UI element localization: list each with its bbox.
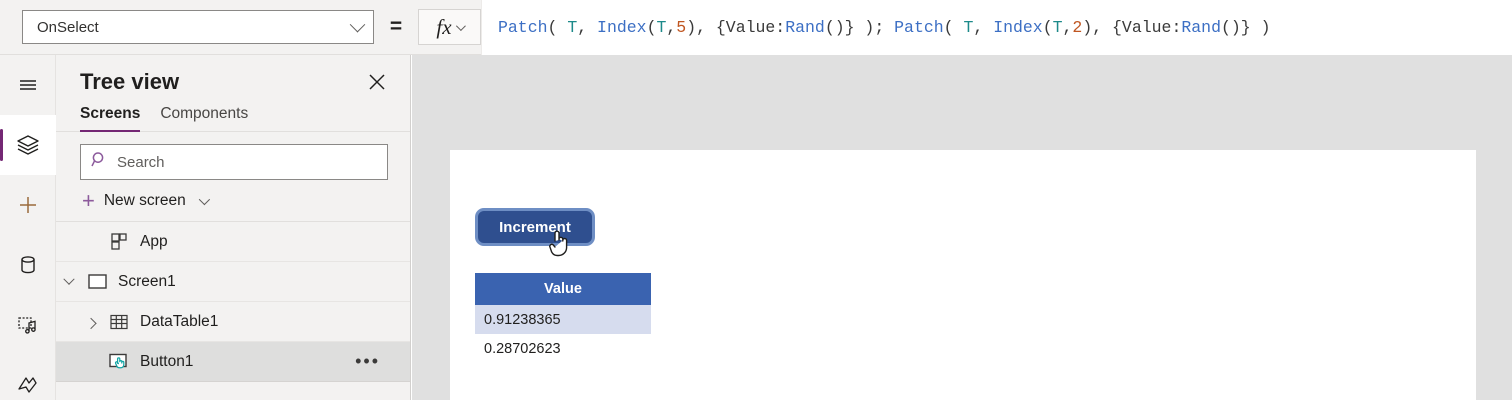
formula-token: ), {Value: — [686, 17, 786, 37]
formula-token: Index — [597, 17, 647, 37]
formula-token: , — [666, 17, 677, 37]
table-row[interactable]: 0.91238365 — [475, 305, 651, 334]
data-cylinder-icon[interactable] — [0, 235, 56, 295]
property-select-dropdown[interactable]: OnSelect — [22, 10, 374, 44]
plus-icon: + — [82, 188, 95, 213]
new-screen-button[interactable]: + New screen — [56, 180, 410, 222]
formula-token: T — [567, 17, 578, 37]
formula-token: Patch — [894, 17, 944, 37]
tree-row-label: Screen1 — [118, 272, 176, 290]
formula-token: Index — [993, 17, 1043, 37]
formula-token: ()} ) — [1220, 17, 1271, 37]
formula-token: Patch — [498, 17, 548, 37]
tree-view-panel: Tree view Screens Components Search + Ne… — [56, 55, 411, 400]
formula-token: , — [1062, 17, 1073, 37]
tab-components[interactable]: Components — [160, 105, 249, 122]
formula-bar: OnSelect = fx Patch( T, Index(T,5), {Val… — [0, 0, 1512, 55]
search-placeholder: Search — [117, 153, 165, 171]
increment-button[interactable]: Increment — [475, 208, 595, 246]
formula-token: ( — [1042, 17, 1053, 37]
left-icon-rail — [0, 55, 56, 400]
hamburger-menu-icon[interactable] — [0, 55, 56, 115]
chevron-right-icon — [85, 317, 97, 329]
insert-plus-icon[interactable] — [0, 175, 56, 235]
formula-token: T — [963, 17, 974, 37]
tree-row-app[interactable]: App — [56, 222, 410, 262]
property-select-value: OnSelect — [37, 18, 99, 36]
chevron-down-icon — [63, 273, 75, 285]
formula-token: ( — [547, 17, 568, 37]
close-icon[interactable] — [366, 71, 388, 93]
power-automate-icon[interactable] — [0, 355, 56, 415]
button-hand-icon — [104, 352, 134, 372]
expand-collapse-toggle[interactable] — [78, 317, 104, 329]
tree-view-header: Tree view — [56, 55, 410, 95]
tree-row-button1[interactable]: Button1 ••• — [56, 342, 410, 382]
row-overflow-menu-button[interactable]: ••• — [355, 351, 380, 372]
formula-token: T — [1052, 17, 1063, 37]
formula-input[interactable]: Patch( T, Index(T,5), {Value:Rand()} ); … — [481, 0, 1512, 55]
formula-token: Rand — [785, 17, 825, 37]
chevron-down-icon — [349, 16, 366, 32]
formula-token: T — [656, 17, 667, 37]
tab-screens[interactable]: Screens — [80, 105, 141, 132]
media-icon[interactable] — [0, 295, 56, 355]
tree-row-label: App — [140, 232, 168, 250]
new-screen-label: New screen — [103, 192, 186, 209]
chevron-down-icon — [455, 20, 466, 31]
table-column-header: Value — [475, 273, 651, 305]
formula-token: ( — [646, 17, 657, 37]
equals-sign: = — [389, 15, 403, 38]
formula-token: 2 — [1072, 17, 1083, 37]
app-grid-icon — [104, 232, 134, 251]
screen-rect-icon — [82, 272, 112, 291]
formula-token: ()} ); — [824, 17, 895, 37]
tree-row-screen1[interactable]: Screen1 — [56, 262, 410, 302]
formula-token: , — [577, 17, 598, 37]
tree-view-tabs: Screens Components — [56, 95, 410, 132]
chevron-down-icon — [198, 193, 210, 206]
formula-token: , — [973, 17, 994, 37]
expand-collapse-toggle[interactable] — [56, 273, 82, 286]
search-input[interactable]: Search — [80, 144, 388, 180]
tree-row-label: DataTable1 — [140, 312, 219, 330]
search-icon — [91, 151, 108, 173]
datatable-grid-icon — [104, 313, 134, 331]
formula-token: 5 — [676, 17, 687, 37]
page-title: Tree view — [80, 69, 180, 94]
formula-token: Rand — [1181, 17, 1221, 37]
app-canvas[interactable]: Increment Value 0.91238365 0.28702623 — [450, 150, 1476, 400]
table-row[interactable]: 0.28702623 — [484, 340, 561, 357]
fx-button[interactable]: fx — [418, 9, 481, 45]
fx-icon: fx — [436, 14, 452, 39]
tree-row-datatable1[interactable]: DataTable1 — [56, 302, 410, 342]
tree-row-label: Button1 — [140, 352, 194, 370]
tree-view-layers-icon[interactable] — [0, 115, 56, 175]
formula-token: ), {Value: — [1082, 17, 1182, 37]
formula-token: ( — [943, 17, 964, 37]
canvas-area: Increment Value 0.91238365 0.28702623 — [412, 55, 1512, 400]
data-table[interactable]: Value 0.91238365 0.28702623 — [475, 273, 651, 363]
search-container: Search — [56, 132, 410, 180]
